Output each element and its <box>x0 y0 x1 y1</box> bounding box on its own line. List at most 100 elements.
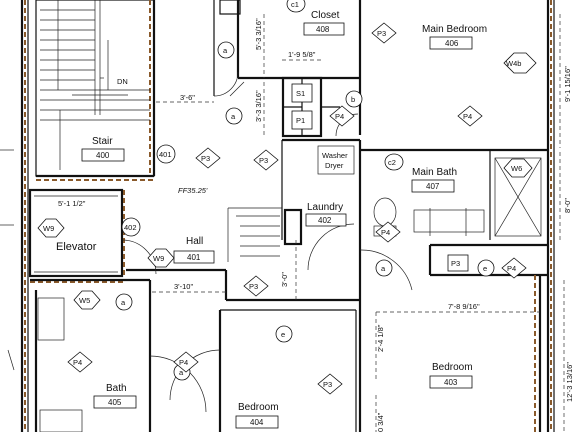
room-number-bedroom-403: 403 <box>444 378 458 387</box>
stair-direction: DN <box>117 77 128 86</box>
tag-p4-bedroom <box>173 351 199 373</box>
stair-treads <box>40 0 150 170</box>
tag-b <box>345 90 363 108</box>
tag-a-bath <box>115 293 133 311</box>
svg-text:W5: W5 <box>79 296 90 305</box>
svg-text:a: a <box>179 368 184 377</box>
svg-text:P4: P4 <box>335 112 344 121</box>
room-name-hall: Hall <box>186 236 203 247</box>
room-labels: Closet 408 Main Bedroom 406 Stair 400 La… <box>56 10 487 429</box>
svg-text:W9: W9 <box>43 224 54 233</box>
tag-s1 <box>291 83 313 103</box>
tag-p4-main-bedroom <box>457 105 483 127</box>
dim-elevator: 5'-1 1/2" <box>58 199 86 208</box>
svg-text:P3: P3 <box>259 156 268 165</box>
svg-text:401: 401 <box>159 150 172 159</box>
tag-w4b <box>503 52 537 74</box>
svg-text:c2: c2 <box>388 158 396 167</box>
dim-8-0: 8'-0" <box>563 198 572 213</box>
tag-w9-hall <box>147 248 175 268</box>
tag-w9-elevator <box>37 218 65 238</box>
room-number-stair: 400 <box>96 151 110 160</box>
washer-label: Washer <box>322 151 348 160</box>
dryer-label: Dryer <box>325 161 344 170</box>
tag-a-bedroom-403 <box>375 259 393 277</box>
svg-text:a: a <box>381 264 386 273</box>
plan-tags: c1 c2 a a a a a b e e 401 402 P3 P3 P3 <box>37 0 537 395</box>
tag-door-402 <box>121 217 141 237</box>
elevator-label: Elevator <box>56 241 97 253</box>
closet-walls <box>213 0 362 138</box>
room-name-bedroom-404: Bedroom <box>238 402 279 413</box>
room-number-bedroom-404: 404 <box>250 418 264 427</box>
svg-text:P3: P3 <box>249 282 258 291</box>
tag-e-bedroom <box>275 325 293 343</box>
svg-text:W4b: W4b <box>506 59 521 68</box>
room-number-laundry: 402 <box>318 216 332 225</box>
dim-3-0: 3'-0" <box>280 272 289 287</box>
svg-text:c1: c1 <box>291 0 299 9</box>
dim-3-6: 3'-6" <box>180 93 195 102</box>
tag-door-401 <box>156 144 176 164</box>
svg-text:P1: P1 <box>296 116 305 125</box>
dimension-labels: 3'-6" 1'-9 5/8" 5'-3 3/16" 3'-3 3/16" 9'… <box>58 18 574 432</box>
svg-text:a: a <box>223 46 228 55</box>
tag-c2 <box>384 153 404 171</box>
svg-text:P3: P3 <box>377 29 386 38</box>
room-number-main-bath: 407 <box>426 182 440 191</box>
room-name-stair: Stair <box>92 136 113 147</box>
stair-area: DN <box>35 0 156 181</box>
room-name-main-bath: Main Bath <box>412 167 457 178</box>
room-number-main-bedroom: 406 <box>445 39 459 48</box>
svg-text:P4: P4 <box>179 358 188 367</box>
dim-12-3: 12'-3 13/16" <box>565 362 574 402</box>
tag-p3-bedroom-404 <box>243 275 269 297</box>
dim-0-3-4: 0 3/4" <box>376 412 385 432</box>
svg-text:a: a <box>121 298 126 307</box>
svg-text:e: e <box>483 264 487 273</box>
tag-p3-hall-left <box>195 147 221 169</box>
tag-p3-hall-right <box>253 149 279 171</box>
tag-c1 <box>286 0 306 13</box>
floor-elevation-note: FF35.25' <box>178 186 208 195</box>
tag-p4-bath-right <box>501 257 527 279</box>
tag-p3-bedroom-403 <box>317 373 343 395</box>
svg-text:e: e <box>281 330 285 339</box>
svg-text:W9: W9 <box>153 254 164 263</box>
svg-text:W6: W6 <box>511 164 522 173</box>
room-number-closet: 408 <box>316 25 330 34</box>
dim-1-9: 1'-9 5/8" <box>288 50 316 59</box>
room-name-main-bedroom: Main Bedroom <box>422 24 487 35</box>
tag-p3-bath-box <box>447 254 469 272</box>
svg-text:P4: P4 <box>463 112 472 121</box>
tag-w5 <box>73 290 101 310</box>
svg-text:S1: S1 <box>296 89 305 98</box>
dimension-lines <box>152 14 565 432</box>
room-name-bath: Bath <box>106 383 127 394</box>
svg-text:P3: P3 <box>451 259 460 268</box>
tag-a-hall-upper <box>225 107 243 125</box>
tag-p1 <box>291 110 313 130</box>
tag-a-closet <box>217 41 235 59</box>
tag-p4-bath <box>67 351 93 373</box>
room-name-closet: Closet <box>311 10 340 21</box>
dim-3-3: 3'-3 3/16" <box>254 90 263 122</box>
room-number-bath: 405 <box>108 398 122 407</box>
svg-text:402: 402 <box>124 223 137 232</box>
tag-p3-main-bedroom <box>371 22 397 44</box>
bedroom-walls <box>30 207 542 432</box>
svg-text:P4: P4 <box>73 358 82 367</box>
room-name-laundry: Laundry <box>307 202 343 213</box>
room-name-bedroom-403: Bedroom <box>432 362 473 373</box>
svg-text:a: a <box>231 112 236 121</box>
svg-text:P4: P4 <box>507 264 516 273</box>
svg-text:b: b <box>351 95 355 104</box>
tag-p4-closet <box>329 105 355 127</box>
dim-5-3: 5'-3 3/16" <box>254 18 263 50</box>
room-number-hall: 401 <box>187 253 201 262</box>
dim-2-4: 2'-4 1/8" <box>376 324 385 352</box>
dim-9-1: 9'-1 15/16" <box>563 66 572 102</box>
dim-3-10: 3'-10" <box>174 282 193 291</box>
tag-w6 <box>503 158 533 178</box>
